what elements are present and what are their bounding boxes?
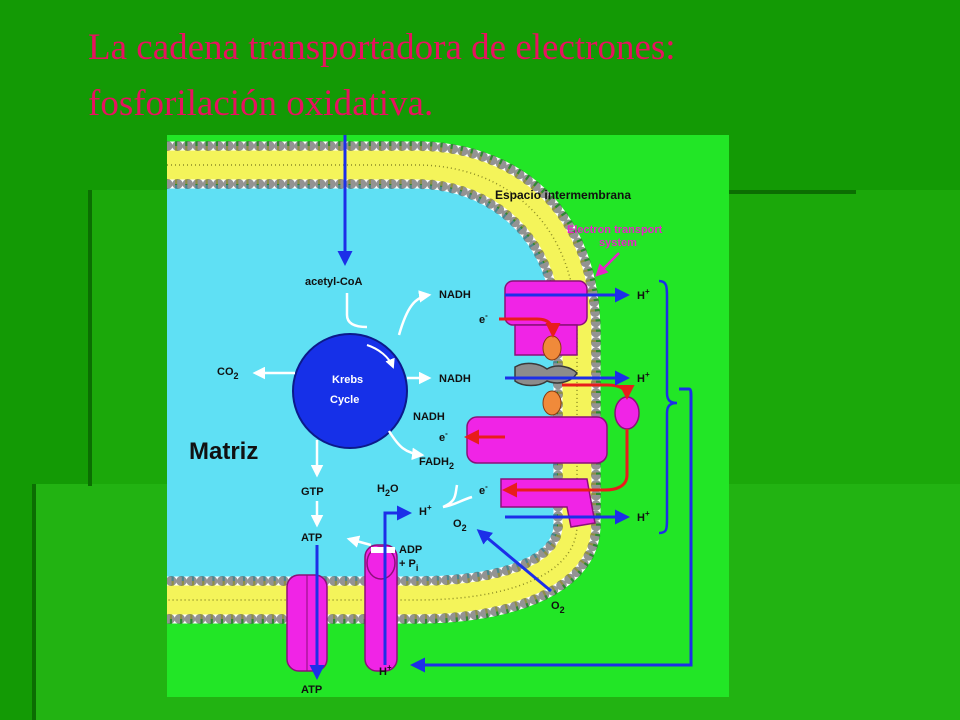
krebs-label-line-1: Krebs [332, 374, 363, 386]
slide-title: La cadena transportadora de electrones: … [88, 20, 908, 132]
h2o-label: H2O [377, 483, 399, 498]
krebs-to-fadh2-arrow [387, 430, 425, 461]
nadh-label-1: NADH [439, 289, 471, 301]
complex-iii [514, 362, 578, 387]
krebs-cycle-circle [292, 333, 408, 449]
proton-gradient-bracket [658, 279, 678, 535]
o2-label-outer: O2 [551, 600, 565, 615]
nadh-label-3: NADH [413, 411, 445, 423]
gtp-label: GTP [301, 486, 324, 498]
slide-title-line-1: La cadena transportadora de electrones: [88, 27, 676, 68]
hplus-label-ims-1: H+ [637, 287, 650, 302]
hplus-label-synthase: H+ [379, 663, 392, 678]
electron-path-to-oxygen [502, 429, 629, 498]
background-divider-left [88, 190, 92, 486]
proton-through-synthase-arrow [383, 505, 412, 665]
ets-label-line-1: Electron transport [567, 224, 663, 236]
fadh2-label: FADH2 [419, 456, 454, 471]
electron-path-complex-i [499, 317, 561, 338]
matrix-label: Matriz [189, 438, 258, 465]
complex-iv [466, 416, 608, 464]
proton-return-arrow [410, 387, 693, 673]
background-divider-lower [32, 484, 36, 720]
krebs-label-line-2: Cycle [330, 394, 359, 406]
acetyl-coa-label: acetyl-CoA [305, 276, 363, 288]
atp-label-matrix: ATP [301, 532, 322, 544]
pi-label: + Pi [399, 558, 418, 573]
electron-label-2: e- [439, 429, 448, 444]
adp-binding-site [371, 547, 395, 553]
adp-to-atp-arrow [346, 535, 372, 548]
cytochrome-c [542, 390, 562, 416]
hplus-label-ims-3: H+ [637, 509, 650, 524]
hplus-label-matrix: H+ [419, 503, 432, 518]
intermembrane-space-label: Espacio intermembrana [495, 188, 631, 202]
hplus-label-ims-2: H+ [637, 370, 650, 385]
o2-label-inner: O2 [453, 518, 467, 533]
electron-label-1: e- [479, 311, 488, 326]
membrane-outer-head-outline [167, 141, 601, 624]
background-divider-top [728, 190, 856, 194]
nadh-label-2: NADH [439, 373, 471, 385]
water-formation-arrow [442, 484, 473, 509]
krebs-to-nadh-1-arrow [397, 290, 432, 336]
electron-label-3: e- [479, 482, 488, 497]
electron-path-to-complex-iv [562, 383, 635, 400]
ets-label-line-2: system [599, 237, 637, 249]
co2-label: CO2 [217, 366, 239, 381]
atp-label-outside: ATP [301, 684, 322, 696]
mitochondrion-diagram: acetyl-CoA Krebs Cycle CO2 Matriz NADH N… [167, 135, 729, 697]
acetyl-to-krebs-path [345, 293, 368, 329]
oxygen-entry-arrow [476, 529, 552, 593]
adp-label: ADP [399, 544, 422, 556]
coenzyme-q [542, 335, 562, 361]
complex-iv-outer-subunit [614, 396, 640, 430]
slide-title-line-2: fosforilación oxidativa. [88, 83, 434, 124]
mitochondrion-diagram-svg: acetyl-CoA Krebs Cycle CO2 Matriz NADH N… [167, 135, 729, 697]
ets-pointer-arrow [595, 252, 620, 277]
krebs-cycle-rotation-arrow [366, 344, 395, 369]
